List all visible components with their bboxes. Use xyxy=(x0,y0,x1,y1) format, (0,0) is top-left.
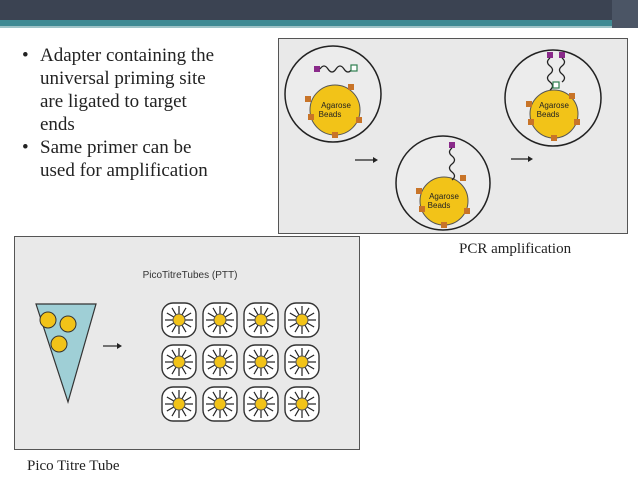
bead-label: Beads xyxy=(428,201,451,210)
pcr-amplification-figure: Agarose Beads Agarose Beads Agarose Bead… xyxy=(278,38,628,234)
bead-label: Agarose xyxy=(429,192,459,201)
ptt-well xyxy=(243,302,279,338)
ptt-figure-title: PicoTitreTubes (PTT) xyxy=(143,270,238,281)
bead-label: Agarose xyxy=(321,101,351,110)
emulsion-droplet-1: Agarose Beads xyxy=(284,45,382,143)
ptt-well xyxy=(161,302,197,338)
ptt-well xyxy=(161,386,197,422)
bullet-item-2: • Same primer can be used for amplificat… xyxy=(22,136,282,182)
arrow-icon xyxy=(355,157,378,163)
bullet-marker: • xyxy=(22,137,29,158)
pico-titre-cone xyxy=(35,303,97,405)
ptt-figure-caption: Pico Titre Tube xyxy=(27,458,120,474)
bead-label: Beads xyxy=(537,110,560,119)
bead-label: Beads xyxy=(319,110,342,119)
bullet-line: Same primer can be xyxy=(40,137,192,158)
arrow-icon xyxy=(103,343,122,349)
bullet-marker: • xyxy=(22,45,29,66)
emulsion-droplet-2: Agarose Beads xyxy=(395,135,491,231)
ptt-well xyxy=(284,344,320,380)
slide-header-bar xyxy=(0,0,638,28)
ptt-well xyxy=(284,386,320,422)
ptt-well xyxy=(161,344,197,380)
bullet-line: ends xyxy=(40,114,75,135)
ptt-well xyxy=(202,302,238,338)
ptt-well xyxy=(202,344,238,380)
bead-label: Agarose xyxy=(539,101,569,110)
bullet-line: used for amplification xyxy=(40,160,208,181)
ptt-well xyxy=(284,302,320,338)
bullet-line: are ligated to target xyxy=(40,91,187,112)
arrow-icon xyxy=(511,156,533,162)
well-grid xyxy=(161,302,320,422)
bullet-line: universal priming site xyxy=(40,68,206,89)
ptt-well xyxy=(243,386,279,422)
pico-titre-tube-figure: PicoTitreTubes (PTT) xyxy=(14,236,360,450)
ptt-well xyxy=(202,386,238,422)
bullet-list: • Adapter containing the universal primi… xyxy=(22,44,282,182)
ptt-well xyxy=(243,344,279,380)
emulsion-droplet-3: Agarose Beads xyxy=(504,49,602,147)
bullet-item-1: • Adapter containing the universal primi… xyxy=(22,44,282,136)
bullet-line: Adapter containing the xyxy=(40,45,215,66)
pcr-figure-caption: PCR amplification xyxy=(459,241,572,257)
